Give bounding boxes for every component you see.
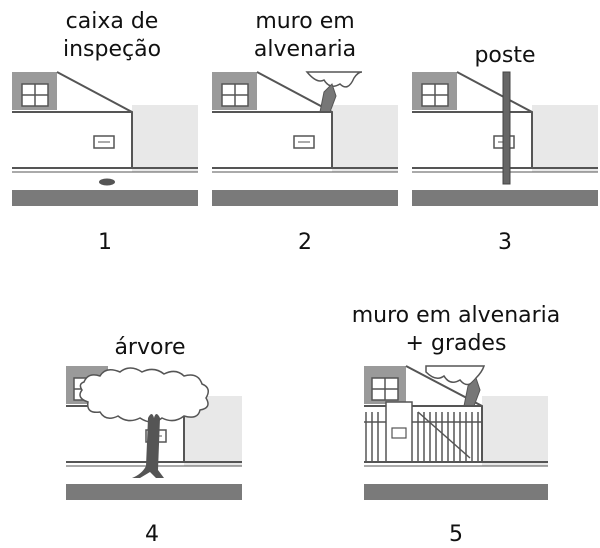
railings bbox=[364, 411, 482, 462]
panel-number-3: 3 bbox=[498, 230, 512, 255]
caption-line: muro em bbox=[255, 9, 355, 34]
caption-line: muro em alvenaria bbox=[351, 303, 561, 328]
caption-line: poste bbox=[474, 43, 536, 68]
caption-panel-3: poste bbox=[412, 42, 598, 70]
panel-number-1: 1 bbox=[98, 230, 112, 255]
panel-number-5: 5 bbox=[449, 522, 463, 547]
illustration-caixa-de-inspecao bbox=[12, 71, 198, 206]
caption-line: inspeção bbox=[62, 37, 162, 62]
panel-number-4: 4 bbox=[145, 522, 159, 547]
caption-line: + grades bbox=[405, 331, 507, 356]
illustration-muro-em-alvenaria bbox=[212, 71, 398, 206]
caption-line: alvenaria bbox=[253, 37, 357, 62]
caption-line: caixa de bbox=[65, 9, 159, 34]
pole bbox=[502, 71, 511, 185]
caption-line: árvore bbox=[114, 335, 186, 360]
illustration-muro-alvenaria-grades bbox=[364, 365, 548, 500]
caption-panel-1: caixa de inspeção bbox=[12, 8, 212, 64]
tree-canopy bbox=[79, 367, 209, 423]
illustration-arvore bbox=[66, 366, 242, 500]
inspection-box bbox=[99, 178, 115, 186]
caption-panel-2: muro em alvenaria bbox=[212, 8, 398, 64]
panel-number-2: 2 bbox=[298, 230, 312, 255]
caption-panel-4: árvore bbox=[70, 334, 230, 362]
illustration-poste bbox=[412, 71, 598, 206]
tree-trunk bbox=[132, 414, 164, 478]
caption-panel-5: muro em alvenaria + grades bbox=[340, 302, 572, 358]
